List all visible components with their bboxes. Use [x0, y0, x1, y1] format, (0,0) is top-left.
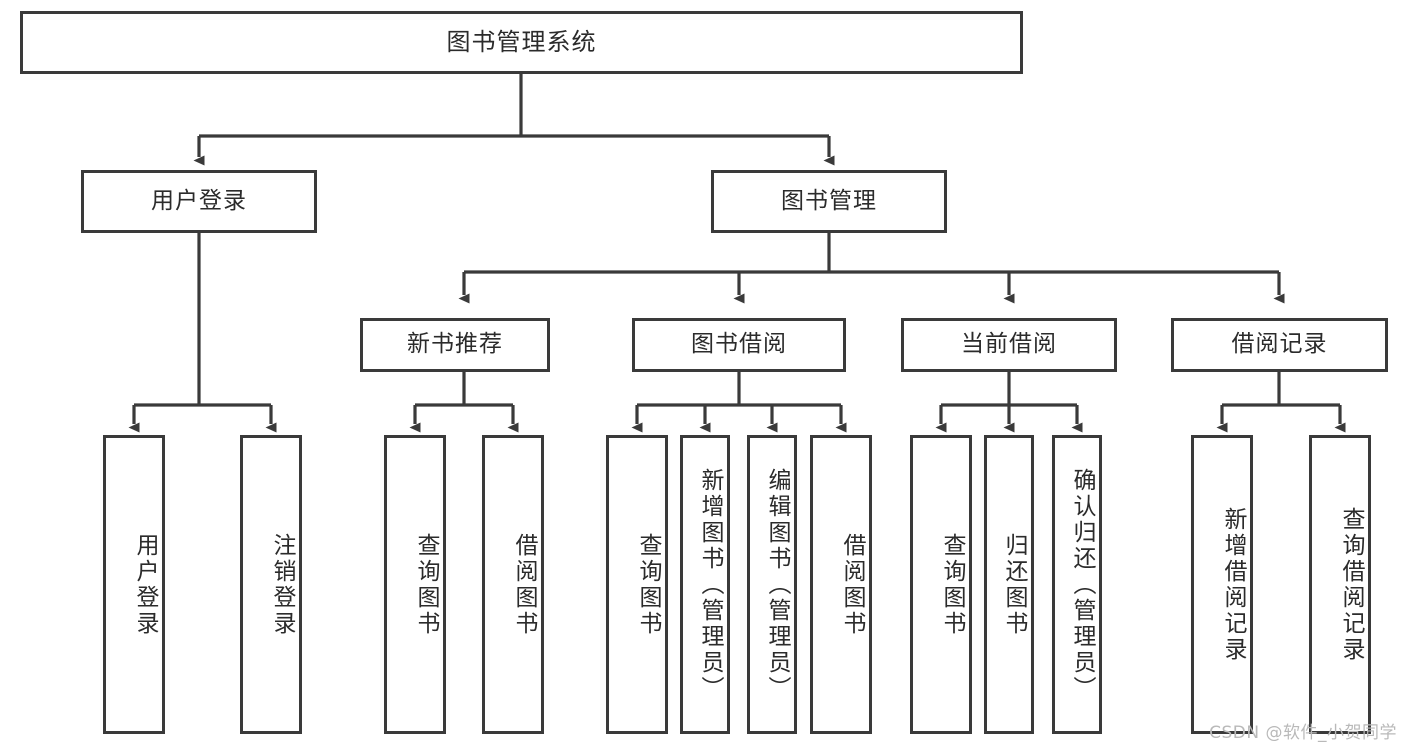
- leaf-query-book-1[interactable]: 查询图书: [384, 435, 446, 734]
- node-label: 图书管理系统: [446, 28, 597, 57]
- leaf-borrow-book-1[interactable]: 借阅图书: [482, 435, 544, 734]
- node-label: 借阅记录: [1231, 331, 1328, 358]
- node-label: 图书借阅: [691, 331, 787, 358]
- node-borrow-record[interactable]: 借阅记录: [1171, 318, 1388, 372]
- leaf-confirm-return[interactable]: 确认归还（管理员）: [1052, 435, 1102, 734]
- node-label: 确认归还（管理员）: [1069, 467, 1095, 702]
- node-label: 新增借阅记录: [1220, 506, 1246, 663]
- node-label: 查询图书: [939, 532, 965, 637]
- leaf-query-record[interactable]: 查询借阅记录: [1309, 435, 1371, 734]
- node-label: 借阅图书: [511, 532, 537, 637]
- node-label: 查询借阅记录: [1338, 506, 1364, 663]
- node-label: 查询图书: [635, 532, 661, 637]
- node-label: 当前借阅: [961, 331, 1057, 358]
- node-label: 新书推荐: [407, 331, 503, 358]
- node-root-book-management-system[interactable]: 图书管理系统: [20, 11, 1023, 74]
- node-label: 编辑图书（管理员）: [764, 467, 790, 702]
- leaf-query-book-2[interactable]: 查询图书: [606, 435, 668, 734]
- node-book-manage[interactable]: 图书管理: [711, 170, 947, 233]
- leaf-logout-login[interactable]: 注销登录: [240, 435, 302, 734]
- node-user-login[interactable]: 用户登录: [81, 170, 317, 233]
- leaf-return-book[interactable]: 归还图书: [984, 435, 1034, 734]
- leaf-add-book[interactable]: 新增图书（管理员）: [680, 435, 730, 734]
- leaf-add-record[interactable]: 新增借阅记录: [1191, 435, 1253, 734]
- node-current-borrow[interactable]: 当前借阅: [901, 318, 1117, 372]
- node-new-book-recommend[interactable]: 新书推荐: [360, 318, 550, 372]
- leaf-user-login[interactable]: 用户登录: [103, 435, 165, 734]
- leaf-borrow-book-2[interactable]: 借阅图书: [810, 435, 872, 734]
- node-label: 借阅图书: [839, 532, 865, 637]
- node-label: 图书管理: [781, 187, 877, 214]
- node-label: 查询图书: [413, 532, 439, 637]
- watermark-csdn: CSDN @软件_小贺同学: [1209, 723, 1397, 743]
- node-label: 新增图书（管理员）: [697, 467, 723, 702]
- leaf-query-book-3[interactable]: 查询图书: [910, 435, 972, 734]
- node-label: 用户登录: [132, 532, 158, 637]
- node-label: 用户登录: [151, 187, 247, 214]
- node-label: 注销登录: [269, 532, 295, 637]
- node-label: 归还图书: [1001, 532, 1027, 637]
- leaf-edit-book[interactable]: 编辑图书（管理员）: [747, 435, 797, 734]
- node-book-borrow[interactable]: 图书借阅: [632, 318, 846, 372]
